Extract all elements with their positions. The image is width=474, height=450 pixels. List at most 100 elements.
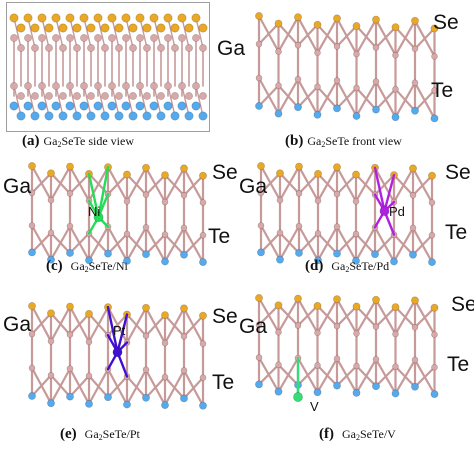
bond (111, 85, 120, 117)
bond (335, 364, 358, 387)
bond (139, 17, 148, 49)
ga-atom (66, 331, 74, 338)
te-atom (65, 101, 75, 111)
caption-a-suffix: side view (85, 134, 134, 148)
bond (144, 233, 167, 256)
ga-atom (101, 92, 109, 100)
ga-atom (314, 230, 322, 237)
te-atom (184, 111, 194, 121)
ga-atom (161, 373, 169, 381)
te-atom (44, 111, 54, 121)
ga-atom (314, 49, 321, 57)
bond (383, 173, 396, 213)
te-atom (352, 112, 361, 120)
ga-atom (52, 34, 60, 42)
ga-atom (352, 230, 360, 238)
te-atom (411, 106, 419, 115)
ga-atom (85, 338, 93, 346)
bond (296, 304, 319, 327)
bond (83, 85, 92, 117)
ga-atom (108, 82, 116, 90)
te-atom (107, 101, 117, 111)
ga-atom (255, 40, 263, 48)
bond (335, 24, 358, 48)
bond (125, 226, 148, 263)
bond (116, 313, 129, 354)
ga-atom (352, 198, 360, 205)
te-atom (79, 101, 89, 111)
bond (125, 306, 148, 344)
bond (257, 304, 280, 326)
ga-atom (38, 82, 46, 90)
se-atom (184, 23, 194, 33)
bond (87, 166, 110, 202)
bond (413, 27, 436, 50)
ga-atom (24, 82, 32, 90)
label-ga: Ga (239, 175, 268, 198)
se-atom (28, 302, 36, 310)
bond (335, 173, 358, 196)
te-atom (121, 101, 131, 111)
ga-atom (115, 92, 123, 100)
ga-atom (161, 231, 169, 238)
se-atom (430, 303, 439, 312)
bond (97, 85, 106, 117)
te-atom (66, 249, 74, 257)
se-atom (107, 13, 117, 23)
bond (278, 225, 301, 261)
se-atom (199, 311, 207, 320)
te-atom (161, 401, 169, 409)
ga-atom (123, 198, 131, 205)
ga-atom (157, 92, 165, 100)
ga-atom (136, 34, 144, 42)
te-atom (409, 250, 417, 259)
te-atom (295, 249, 303, 257)
bond (125, 368, 148, 406)
ga-atom (199, 231, 207, 239)
label-te: Te (447, 353, 470, 376)
bond (392, 167, 415, 204)
bond (374, 88, 397, 111)
ga-atom (94, 82, 102, 90)
se-atom (30, 23, 40, 33)
se-atom (411, 16, 419, 25)
se-atom (428, 171, 436, 180)
bond (374, 306, 397, 328)
ga-atom (180, 224, 188, 232)
ga-atom (392, 51, 399, 59)
panel-a-side-view: (a) Ga2SeTe side view (0, 0, 235, 150)
te-atom (123, 257, 131, 265)
ga-atom (10, 82, 18, 90)
te-atom (274, 387, 283, 396)
bond (30, 312, 53, 336)
se-atom (114, 23, 124, 33)
se-atom (198, 23, 208, 33)
ga-atom (294, 75, 302, 83)
se-atom (274, 301, 283, 310)
bond (163, 226, 186, 263)
caption-c: (c) Ga2SeTe/Ni (46, 258, 128, 274)
ga-atom (431, 331, 438, 338)
bond (87, 306, 110, 344)
ga-atom (108, 34, 116, 42)
bond (316, 298, 339, 334)
label-te: Te (431, 79, 454, 102)
bond (335, 305, 358, 328)
te-atom (104, 393, 112, 402)
bond (13, 17, 22, 49)
bond (87, 225, 110, 262)
te-atom (371, 250, 379, 259)
ga-atom (255, 354, 263, 361)
ga-atom (80, 82, 88, 90)
te-atom (47, 255, 55, 264)
ga-atom (47, 196, 55, 204)
ga-atom (392, 85, 399, 93)
ga-atom (409, 224, 417, 232)
label-ga: Ga (3, 175, 32, 198)
se-atom (9, 13, 19, 23)
te-atom (276, 255, 284, 264)
ga-atom (10, 34, 18, 42)
se-atom (372, 15, 380, 24)
bond (182, 234, 205, 256)
bond (30, 172, 53, 194)
